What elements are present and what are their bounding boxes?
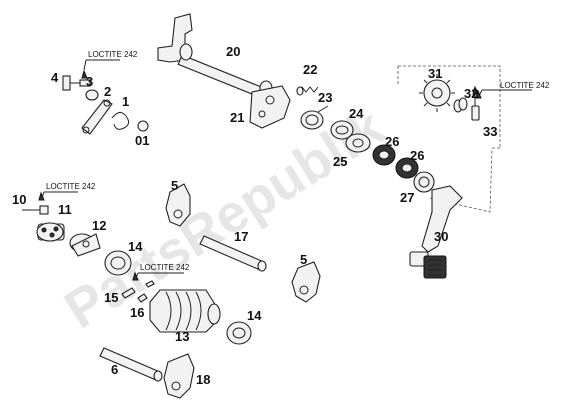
label-26a: 26 xyxy=(385,134,399,149)
leader-loctite-2 xyxy=(41,191,78,199)
part-01 xyxy=(137,120,149,132)
loctite-label-2: LOCTITE 242 xyxy=(46,182,96,191)
label-13: 13 xyxy=(175,329,189,344)
pin-15 xyxy=(121,287,136,299)
label-3: 3 xyxy=(86,74,93,89)
screw-4 xyxy=(62,75,91,91)
leader-loctite-3 xyxy=(135,272,184,279)
label-30: 30 xyxy=(434,229,448,244)
spring-clip-23 xyxy=(300,105,329,130)
label-17: 17 xyxy=(234,229,248,244)
leader-loctite-1 xyxy=(83,59,120,71)
label-2: 2 xyxy=(104,84,111,99)
label-31: 31 xyxy=(428,66,442,81)
label-25: 25 xyxy=(333,154,347,169)
shift-shaft xyxy=(157,13,273,99)
label-21: 21 xyxy=(230,110,244,125)
label-33: 33 xyxy=(483,124,497,139)
spring-22 xyxy=(296,86,319,96)
leader-loctite-4 xyxy=(477,89,532,99)
label-01: 01 xyxy=(135,133,149,148)
lever-arm-2 xyxy=(81,99,113,135)
washer-32 xyxy=(453,97,468,113)
label-26b: 26 xyxy=(410,148,424,163)
shift-fork-18 xyxy=(163,353,195,399)
label-22: 22 xyxy=(303,62,317,77)
fork-rod-6 xyxy=(99,347,163,382)
label-11: 11 xyxy=(58,202,72,217)
loctite-drop-4 xyxy=(475,89,482,99)
label-6: 6 xyxy=(111,362,118,377)
label-27: 27 xyxy=(400,190,414,205)
fork-rod-17 xyxy=(199,235,267,272)
label-14b: 14 xyxy=(247,308,262,323)
bearing-26a xyxy=(372,144,396,166)
bearing-26b xyxy=(395,157,419,179)
bearing-14b xyxy=(226,321,252,345)
shift-plate xyxy=(249,85,291,129)
loctite-label-4: LOCTITE 242 xyxy=(500,81,550,90)
label-14a: 14 xyxy=(128,239,143,254)
label-24: 24 xyxy=(349,106,364,121)
label-16: 16 xyxy=(130,305,144,320)
bushing-27 xyxy=(413,171,435,193)
pin-16 xyxy=(137,280,155,303)
washer-3 xyxy=(85,89,99,101)
shift-fork-5b xyxy=(291,261,321,303)
spring-1 xyxy=(111,112,130,130)
ring-24 xyxy=(330,120,354,140)
shift-fork-5a xyxy=(165,183,191,227)
index-lever-12 xyxy=(69,233,101,257)
label-5b: 5 xyxy=(300,252,307,267)
label-10: 10 xyxy=(12,192,26,207)
label-23: 23 xyxy=(318,90,332,105)
loctite-label-3: LOCTITE 242 xyxy=(140,263,190,272)
label-12: 12 xyxy=(92,218,106,233)
screw-33 xyxy=(471,85,480,121)
screw-10 xyxy=(22,205,49,215)
shift-lever-30 xyxy=(409,185,463,279)
shift-drum-13 xyxy=(149,289,221,333)
bearing-14a xyxy=(104,250,132,276)
label-32: 32 xyxy=(464,86,478,101)
label-4: 4 xyxy=(51,70,59,85)
label-1: 1 xyxy=(122,94,129,109)
washer-25 xyxy=(345,133,371,153)
label-20: 20 xyxy=(226,44,240,59)
loctite-label-1: LOCTITE 242 xyxy=(88,50,138,59)
loctite-drop-1 xyxy=(81,69,88,79)
assembly-outline xyxy=(397,65,501,149)
index-star-11 xyxy=(36,222,65,242)
label-18: 18 xyxy=(196,372,210,387)
gear-31 xyxy=(419,74,455,112)
label-15: 15 xyxy=(104,290,118,305)
label-5a: 5 xyxy=(171,178,178,193)
